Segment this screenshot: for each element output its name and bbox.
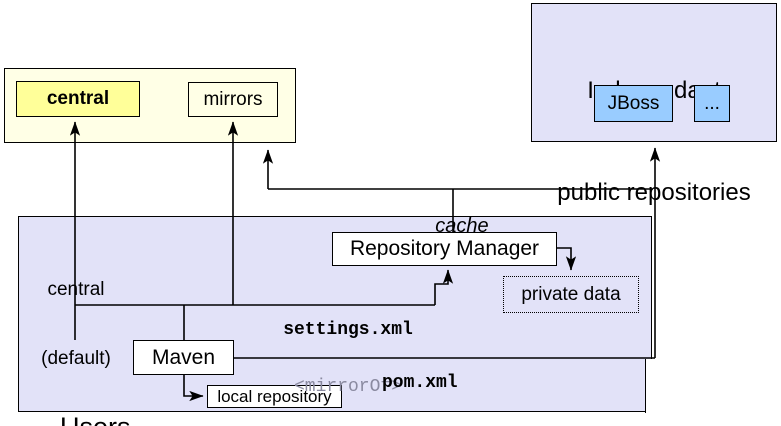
node-more-repositories-label: ...: [704, 92, 720, 114]
node-mirrors-label: mirrors: [203, 88, 263, 110]
group-public-repositories-title: Independant public repositories: [533, 6, 775, 278]
label-cache: cache: [413, 192, 489, 261]
label-central-default-line1: central: [47, 279, 105, 300]
node-local-repository-label: local repository: [217, 386, 332, 406]
node-central[interactable]: central: [16, 81, 140, 117]
node-central-label: central: [46, 88, 110, 109]
node-maven[interactable]: Maven: [133, 340, 234, 375]
node-local-repository[interactable]: local repository: [207, 385, 342, 408]
label-users-text: Users: [60, 412, 131, 426]
label-central-default: central (default): [20, 232, 132, 416]
node-jboss-label: JBoss: [607, 92, 660, 114]
node-maven-label: Maven: [151, 345, 216, 369]
label-central-default-line2: (default): [41, 348, 111, 369]
label-settings-element: <mirrorOf>: [293, 377, 403, 397]
node-private-data[interactable]: private data: [503, 276, 639, 313]
node-jboss[interactable]: JBoss: [594, 85, 673, 122]
label-pom-file: pom.xml: [382, 373, 458, 393]
label-pom: pom.xml <repository> <pluginRepository>: [382, 337, 640, 426]
group-public-repositories-title-line2: public repositories: [557, 179, 751, 206]
label-cache-text: cache: [435, 215, 489, 237]
label-settings-file: settings.xml: [283, 320, 413, 340]
node-repository-manager[interactable]: Repository Manager: [332, 232, 557, 266]
node-repository-manager-label: Repository Manager: [349, 237, 540, 260]
group-users-notch: [646, 359, 654, 413]
group-users-notch-edge: [645, 359, 646, 413]
node-mirrors[interactable]: mirrors: [188, 82, 278, 117]
node-more-repositories[interactable]: ...: [694, 85, 730, 122]
label-users: Users: [30, 381, 131, 426]
node-private-data-label: private data: [521, 283, 621, 305]
label-settings: settings.xml <mirrorOf>: [258, 284, 438, 426]
